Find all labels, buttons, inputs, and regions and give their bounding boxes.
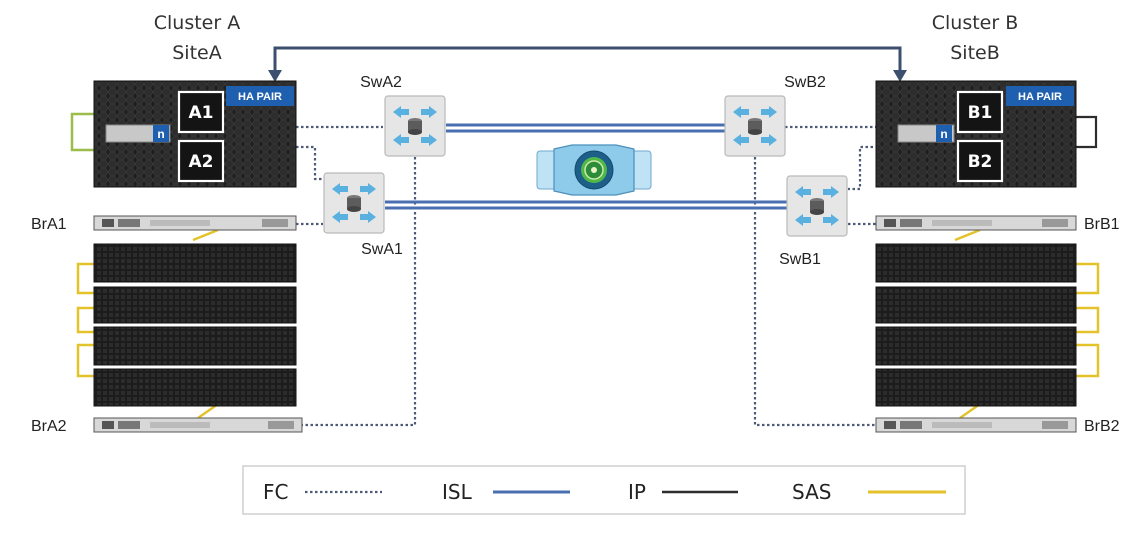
legend-sas-label: SAS: [792, 480, 831, 504]
bridge-brb1-label: BrB1: [1084, 216, 1120, 233]
disk-shelf-icon: [875, 368, 1077, 407]
node-a2-box: [177, 139, 225, 183]
switch-swb2[interactable]: [724, 95, 786, 157]
disk-shelf-icon: [93, 326, 297, 366]
switch-swb2-label: SwB2: [784, 74, 826, 91]
node-b1-label: B1: [968, 103, 993, 123]
node-b2-label: B2: [968, 152, 993, 172]
cluster-a-title: Cluster A: [154, 12, 240, 34]
cluster-b-site: SiteB: [950, 42, 1000, 64]
legend-fc-label: FC: [263, 480, 288, 504]
legend: FC ISL IP SAS: [242, 465, 966, 515]
disk-shelf-icon: [93, 286, 297, 324]
bridge-brb2-label: BrB2: [1084, 418, 1120, 435]
ip-cluster-link: [268, 46, 907, 82]
cluster-a-site: SiteA: [172, 42, 221, 64]
disk-shelf-icon: [875, 286, 1077, 324]
node-b1-box: [956, 90, 1004, 134]
disk-shelf-icon: [875, 243, 1077, 283]
isl-link-icon: [536, 144, 652, 196]
ha-pair-label-a: HA PAIR: [238, 91, 282, 103]
node-a1-box: [177, 90, 225, 134]
legend-ip-label: IP: [628, 480, 646, 504]
ip-loop-b: [1076, 115, 1098, 149]
ha-controller-a[interactable]: n HA PAIR A1 A2: [93, 80, 297, 188]
ha-controller-b[interactable]: n HA PAIR B1 B2: [875, 80, 1077, 188]
fc-links: [296, 125, 878, 427]
legend-isl-label: ISL: [442, 480, 473, 504]
legend-box: [242, 465, 966, 515]
disk-shelves-a: [93, 243, 297, 407]
fc-bridge-icon[interactable]: [93, 215, 297, 231]
node-a2-label: A2: [189, 152, 214, 172]
disk-shelves-b: [875, 243, 1077, 407]
node-b2-box: [956, 139, 1004, 183]
disk-shelf-icon: [875, 326, 1077, 366]
switch-swb1[interactable]: [786, 175, 848, 237]
switch-swb1-label: SwB1: [779, 251, 821, 268]
svg-text:n: n: [157, 127, 164, 141]
isl-links: [385, 123, 787, 210]
fc-bridge-icon[interactable]: [875, 417, 1077, 433]
ha-pair-badge: [226, 86, 294, 106]
switch-swa2-label: SwA2: [360, 74, 402, 91]
switch-swa1-label: SwA1: [361, 241, 403, 258]
switch-swa1[interactable]: [323, 172, 385, 234]
fc-bridge-icon[interactable]: [875, 215, 1077, 231]
bridge-bra2-label: BrA2: [31, 418, 67, 435]
disk-shelf-icon: [93, 243, 297, 283]
ip-loop-a: [70, 112, 94, 152]
bridge-bra1-label: BrA1: [31, 216, 67, 233]
switch-swa2[interactable]: [384, 95, 446, 157]
disk-shelf-icon: [93, 368, 297, 407]
ha-pair-badge: [1006, 86, 1074, 106]
ha-pair-label-b: HA PAIR: [1018, 91, 1062, 103]
node-a1-label: A1: [189, 103, 214, 123]
fc-bridge-icon[interactable]: [93, 417, 303, 433]
svg-text:n: n: [940, 127, 947, 141]
cluster-b-title: Cluster B: [932, 12, 1019, 34]
